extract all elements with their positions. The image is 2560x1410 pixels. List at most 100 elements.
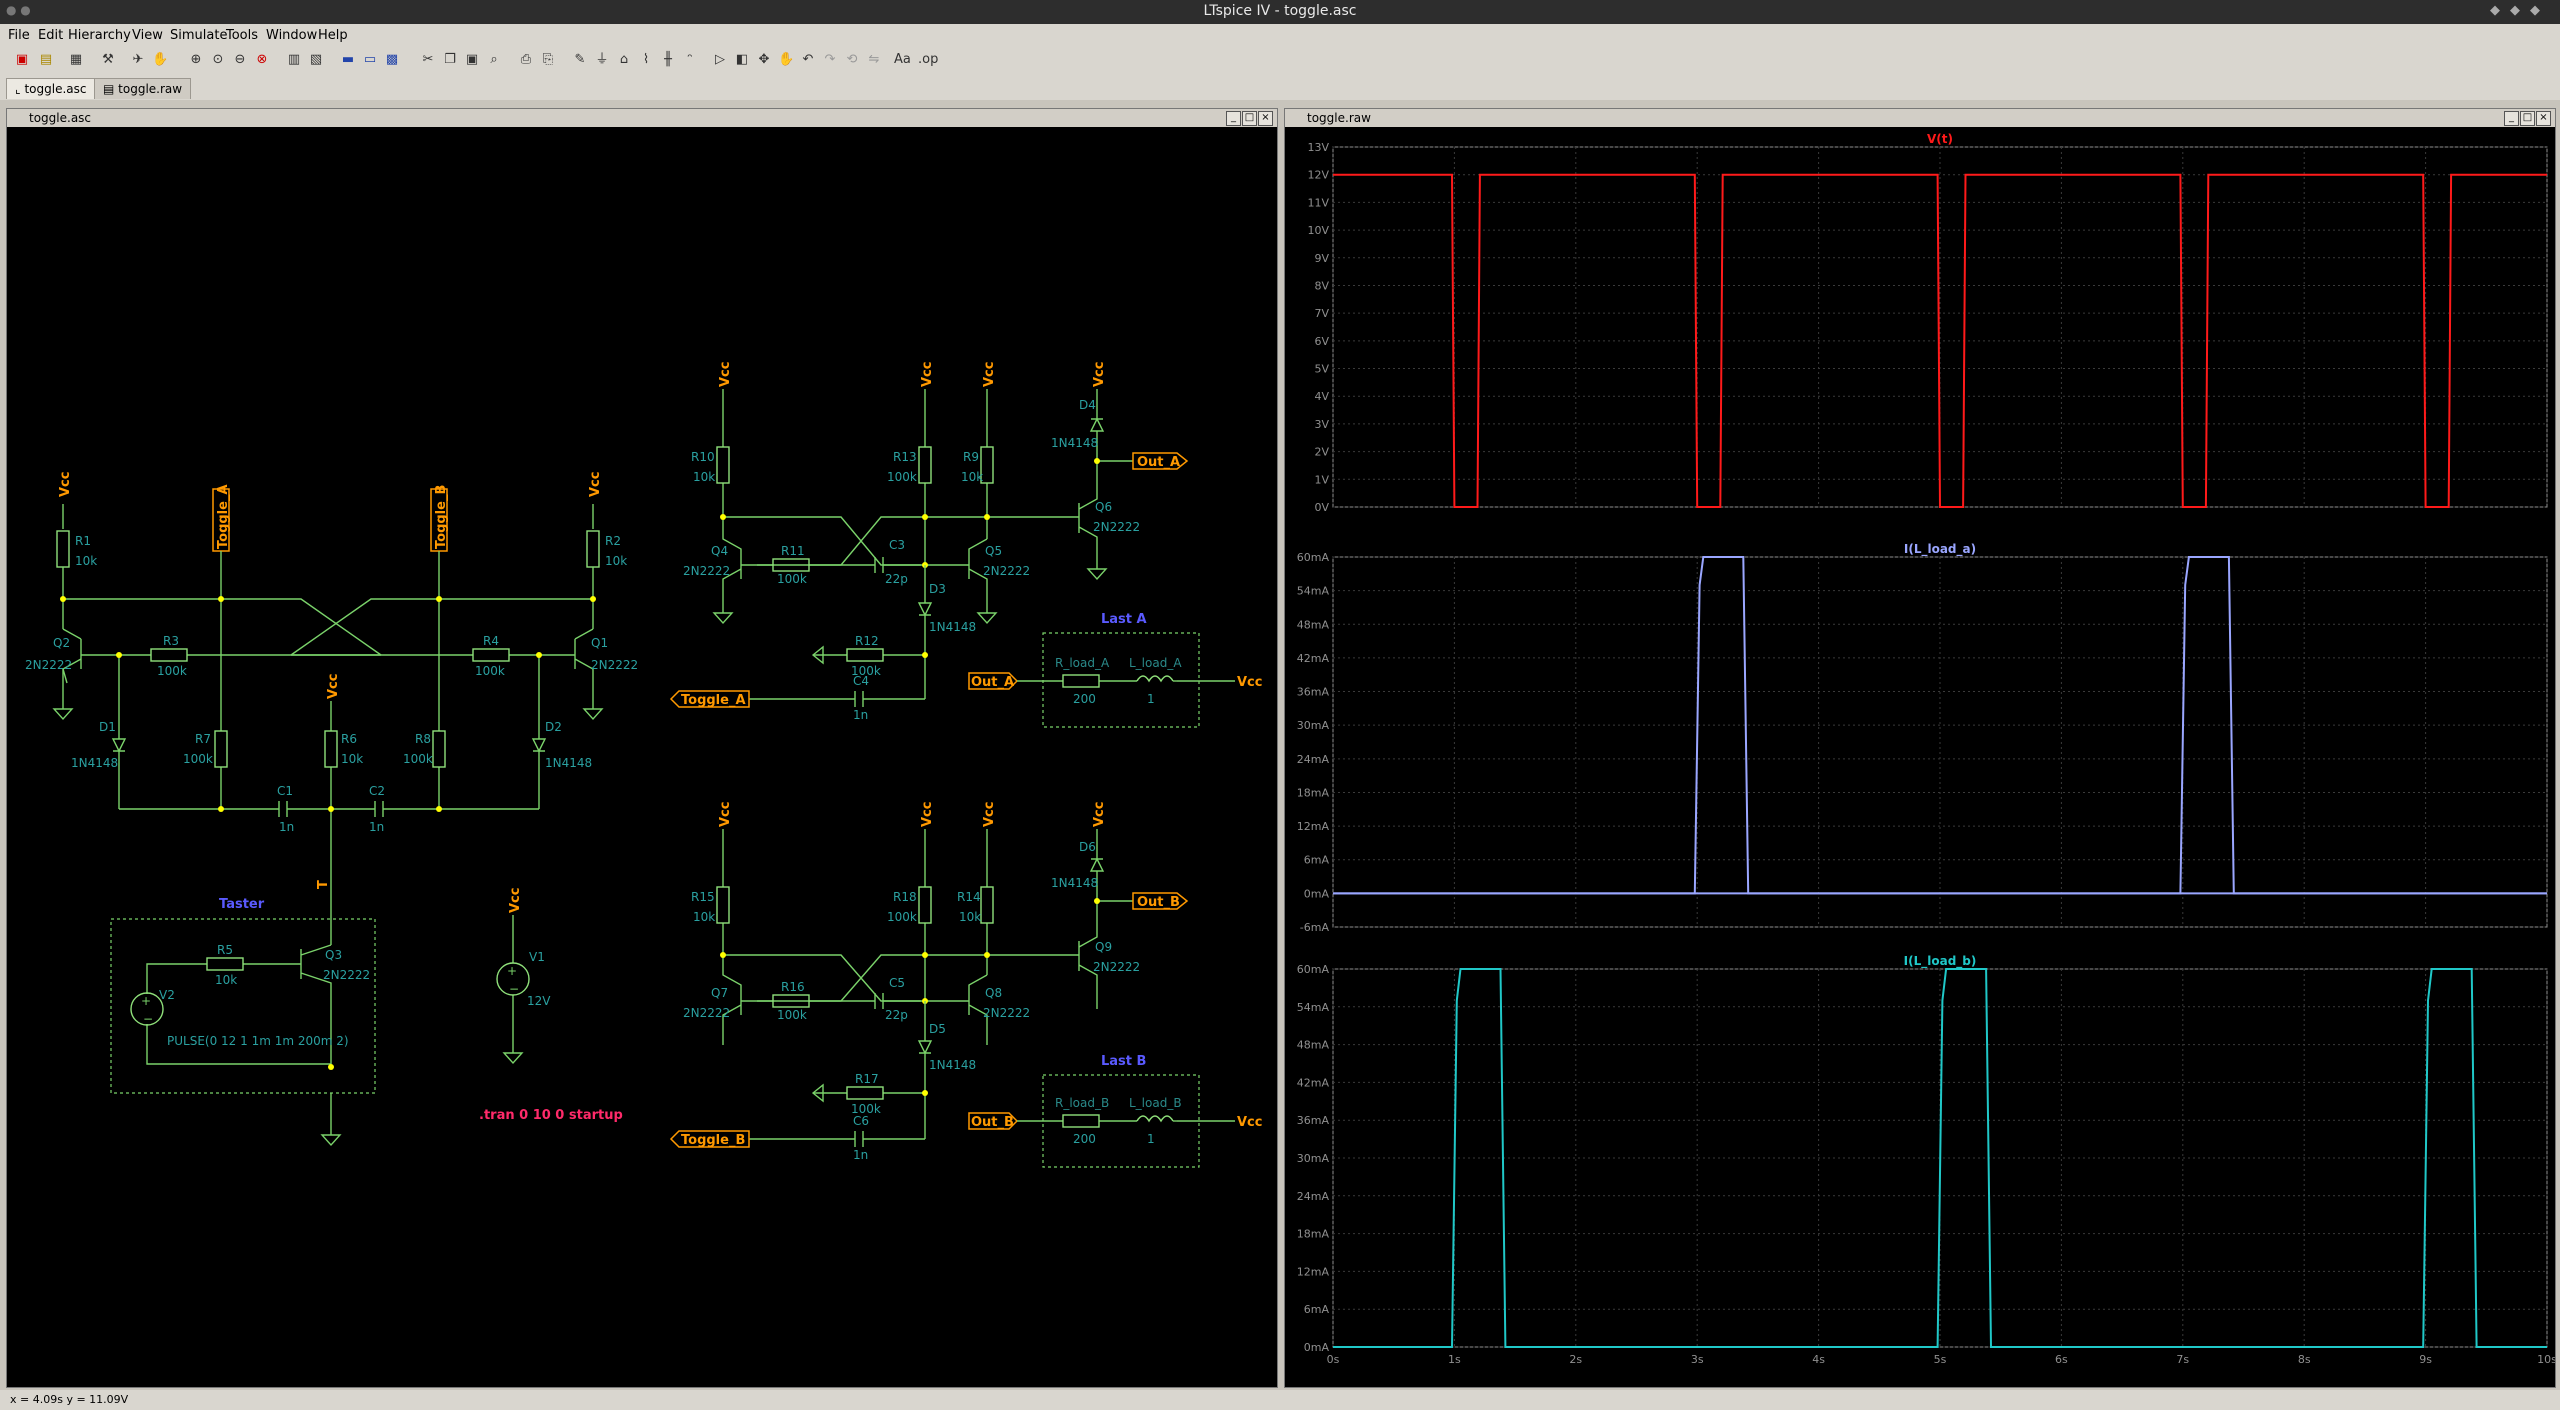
vcc-label: Vcc <box>982 802 997 827</box>
x-tick-label: 2s <box>1569 1353 1582 1366</box>
text-icon[interactable]: Aa <box>894 52 911 67</box>
spice-directive-icon[interactable]: .op <box>918 52 939 67</box>
zoom-out-icon[interactable]: ⊖ <box>234 52 246 67</box>
voltage-source-v1[interactable] <box>496 962 530 996</box>
spice-directive[interactable]: .tran 0 10 0 startup <box>479 1108 623 1123</box>
waveform-plots[interactable]: 0V1V2V3V4V5V6V7V8V9V10V11V12V13VV(t)-6mA… <box>1285 129 2555 1387</box>
autorange-icon[interactable]: ▥ <box>287 52 301 67</box>
new-schematic-icon[interactable]: ▣ <box>15 52 29 67</box>
resistor[interactable] <box>772 558 810 572</box>
resistor[interactable] <box>472 648 510 662</box>
wire-icon[interactable]: ✎ <box>574 52 586 67</box>
close-icon[interactable]: × <box>1258 111 1273 126</box>
schematic-window[interactable]: toggle.asc _ □ × .w{stroke:#7ad26a;strok… <box>6 108 1278 1388</box>
drag-icon[interactable]: ✋ <box>778 52 795 67</box>
minimize-icon[interactable]: _ <box>1226 111 1241 126</box>
resistor[interactable] <box>772 994 810 1008</box>
diode-icon[interactable]: ▷ <box>715 52 725 67</box>
menu-window[interactable]: Window <box>266 28 318 43</box>
menu-hierarchy[interactable]: Hierarchy <box>68 28 131 43</box>
label-net-icon[interactable]: ⌂ <box>619 52 629 67</box>
trace-title[interactable]: I(L_load_a) <box>1904 542 1976 557</box>
inductor[interactable] <box>1136 675 1174 683</box>
y-tick-label: 42mA <box>1297 652 1330 665</box>
cascade-icon[interactable]: ▩ <box>385 52 399 67</box>
maximize-icon[interactable]: □ <box>2520 111 2535 126</box>
y-tick-label: 2V <box>1314 446 1329 459</box>
zoom-in-icon[interactable]: ⊕ <box>190 52 202 67</box>
tile-vertical-icon[interactable]: ▭ <box>363 52 377 67</box>
value-label: 2N2222 <box>25 658 72 672</box>
halt-icon[interactable]: ✋ <box>152 52 169 67</box>
resistor[interactable] <box>980 886 994 924</box>
inductor[interactable] <box>1136 1115 1174 1123</box>
resistor[interactable] <box>716 446 730 484</box>
resistor[interactable] <box>324 730 338 768</box>
menu-simulate[interactable]: Simulate <box>170 28 228 43</box>
resistor[interactable] <box>918 446 932 484</box>
print-icon[interactable]: ⎘ <box>542 52 554 67</box>
find-icon[interactable]: ⌕ <box>490 52 498 67</box>
resistor[interactable] <box>206 957 244 971</box>
close-icon[interactable]: × <box>2536 111 2551 126</box>
ref-label: Q1 <box>591 636 608 650</box>
move-icon[interactable]: ✥ <box>758 52 770 67</box>
vcc-label: Vcc <box>920 362 935 387</box>
tile-icon[interactable]: ▧ <box>309 52 323 67</box>
value-label: 22p <box>885 1008 908 1022</box>
undo-icon[interactable]: ↶ <box>802 52 814 67</box>
control-panel-icon[interactable]: ⚒ <box>102 52 114 67</box>
ground-icon[interactable]: ⏚ <box>595 52 609 67</box>
menu-tools[interactable]: Tools <box>226 28 259 43</box>
menu-edit[interactable]: Edit <box>38 28 64 43</box>
paste-icon[interactable]: ▣ <box>465 52 479 67</box>
pan-icon[interactable]: ⊙ <box>212 52 224 67</box>
tab-toggle-asc[interactable]: ⌞ toggle.asc <box>6 78 96 99</box>
save-icon[interactable]: ▦ <box>69 52 83 67</box>
capacitor-icon[interactable]: ╫ <box>664 52 672 67</box>
inductor-icon[interactable]: ᵔ <box>687 52 693 67</box>
resistor[interactable] <box>432 730 446 768</box>
tab-toggle-raw[interactable]: ▤ toggle.raw <box>94 78 192 99</box>
resistor[interactable] <box>716 886 730 924</box>
trace-title[interactable]: I(L_load_b) <box>1904 954 1977 969</box>
window-controls-left[interactable]: ● ● <box>6 3 31 17</box>
resistor[interactable] <box>1062 1114 1100 1128</box>
schematic-canvas[interactable]: .w{stroke:#7ad26a;stroke-width:1.4;fill:… <box>7 129 1277 1387</box>
x-tick-label: 8s <box>2298 1353 2311 1366</box>
vcc-label: Vcc <box>508 888 523 913</box>
redo-icon[interactable]: ↷ <box>824 52 836 67</box>
mirror-icon[interactable]: ⇋ <box>868 52 880 67</box>
resistor[interactable] <box>586 530 600 568</box>
menu-view[interactable]: View <box>132 28 163 43</box>
menu-file[interactable]: File <box>8 28 30 43</box>
resistor[interactable] <box>56 530 70 568</box>
maximize-icon[interactable]: □ <box>1242 111 1257 126</box>
window-controls-right[interactable]: ◆◆◆ <box>2490 3 2550 18</box>
resistor[interactable] <box>846 648 884 662</box>
open-icon[interactable]: ▤ <box>39 52 53 67</box>
tile-horizontal-icon[interactable]: ▬ <box>341 52 355 67</box>
resistor-icon[interactable]: ⌇ <box>642 52 650 67</box>
resistor[interactable] <box>918 886 932 924</box>
y-tick-label: 3V <box>1314 418 1329 431</box>
run-icon[interactable]: ✈ <box>132 52 144 67</box>
value-label: 2N2222 <box>1093 960 1140 974</box>
trace-title[interactable]: V(t) <box>1927 132 1953 146</box>
zoom-fit-icon[interactable]: ⊗ <box>256 52 268 67</box>
copy-icon[interactable]: ❐ <box>444 52 456 67</box>
component-icon[interactable]: ◧ <box>735 52 749 67</box>
resistor[interactable] <box>150 648 188 662</box>
cut-icon[interactable]: ✂ <box>422 52 434 67</box>
resistor[interactable] <box>846 1086 884 1100</box>
minimize-icon[interactable]: _ <box>2504 111 2519 126</box>
resistor[interactable] <box>214 730 228 768</box>
vcc-label: Vcc <box>326 674 341 699</box>
rotate-icon[interactable]: ⟲ <box>846 52 858 67</box>
voltage-source-v2[interactable] <box>130 992 164 1026</box>
print-setup-icon[interactable]: ⎙ <box>520 52 532 67</box>
menu-help[interactable]: Help <box>318 28 348 43</box>
resistor[interactable] <box>980 446 994 484</box>
resistor[interactable] <box>1062 674 1100 688</box>
